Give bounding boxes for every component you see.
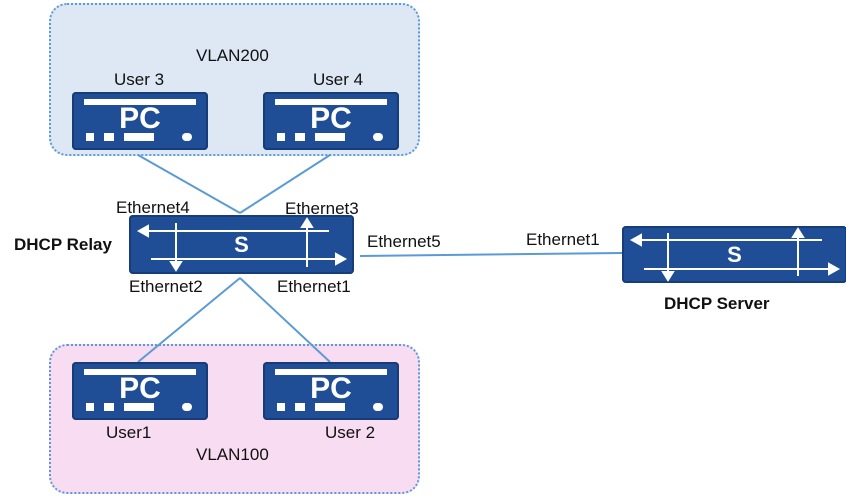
pc-label: PC bbox=[119, 102, 161, 135]
pc-bar bbox=[124, 133, 154, 141]
link-user4-relay bbox=[239, 154, 331, 214]
pc-dot bbox=[104, 403, 114, 411]
pc-dot bbox=[86, 403, 94, 411]
server-port-eth1: Ethernet1 bbox=[526, 230, 600, 249]
pc-screen-bar bbox=[275, 369, 387, 375]
relay-port-eth2: Ethernet2 bbox=[129, 277, 203, 296]
vlan200-label: VLAN200 bbox=[196, 46, 269, 65]
pc-dot bbox=[277, 133, 285, 141]
server-switch[interactable]: S bbox=[622, 226, 846, 283]
pc-dot bbox=[295, 403, 305, 411]
pc-led bbox=[373, 133, 383, 141]
user1-label: User1 bbox=[106, 423, 152, 442]
relay-port-eth5: Ethernet5 bbox=[367, 232, 441, 251]
user4-label: User 4 bbox=[313, 70, 364, 89]
pc-dot bbox=[104, 133, 114, 141]
pc-screen-bar bbox=[84, 369, 196, 375]
switch-label: S bbox=[234, 232, 249, 257]
pc-bar bbox=[315, 403, 345, 411]
pc-user4[interactable]: PC bbox=[263, 92, 399, 150]
pc-dot bbox=[86, 133, 94, 141]
pc-led bbox=[182, 403, 192, 411]
server-label: DHCP Server bbox=[664, 294, 770, 313]
link-relay-user1 bbox=[137, 277, 241, 363]
link-relay-server bbox=[359, 252, 623, 257]
link-user3-relay bbox=[137, 154, 241, 214]
relay-port-eth4: Ethernet4 bbox=[116, 198, 190, 217]
relay-switch[interactable]: S bbox=[129, 215, 354, 274]
relay-port-eth3: Ethernet3 bbox=[285, 199, 359, 218]
pc-label: PC bbox=[119, 372, 161, 405]
pc-user3[interactable]: PC bbox=[72, 92, 208, 150]
switch-arrows bbox=[629, 227, 841, 282]
pc-user2[interactable]: PC bbox=[263, 362, 399, 420]
pc-led bbox=[182, 133, 192, 141]
relay-label: DHCP Relay bbox=[14, 235, 112, 254]
link-relay-user2 bbox=[239, 277, 331, 363]
pc-label: PC bbox=[310, 372, 352, 405]
pc-dot bbox=[277, 403, 285, 411]
vlan100-label: VLAN100 bbox=[196, 445, 269, 464]
user2-label: User 2 bbox=[325, 423, 376, 442]
pc-bar bbox=[124, 403, 154, 411]
switch-arrows bbox=[136, 217, 348, 272]
pc-screen-bar bbox=[84, 99, 196, 105]
pc-screen-bar bbox=[275, 99, 387, 105]
user3-label: User 3 bbox=[114, 70, 165, 89]
pc-label: PC bbox=[310, 102, 352, 135]
pc-user1[interactable]: PC bbox=[72, 362, 208, 420]
pc-bar bbox=[315, 133, 345, 141]
pc-dot bbox=[295, 133, 305, 141]
relay-port-eth1: Ethernet1 bbox=[277, 277, 351, 296]
switch-label: S bbox=[727, 242, 742, 267]
pc-led bbox=[373, 403, 383, 411]
